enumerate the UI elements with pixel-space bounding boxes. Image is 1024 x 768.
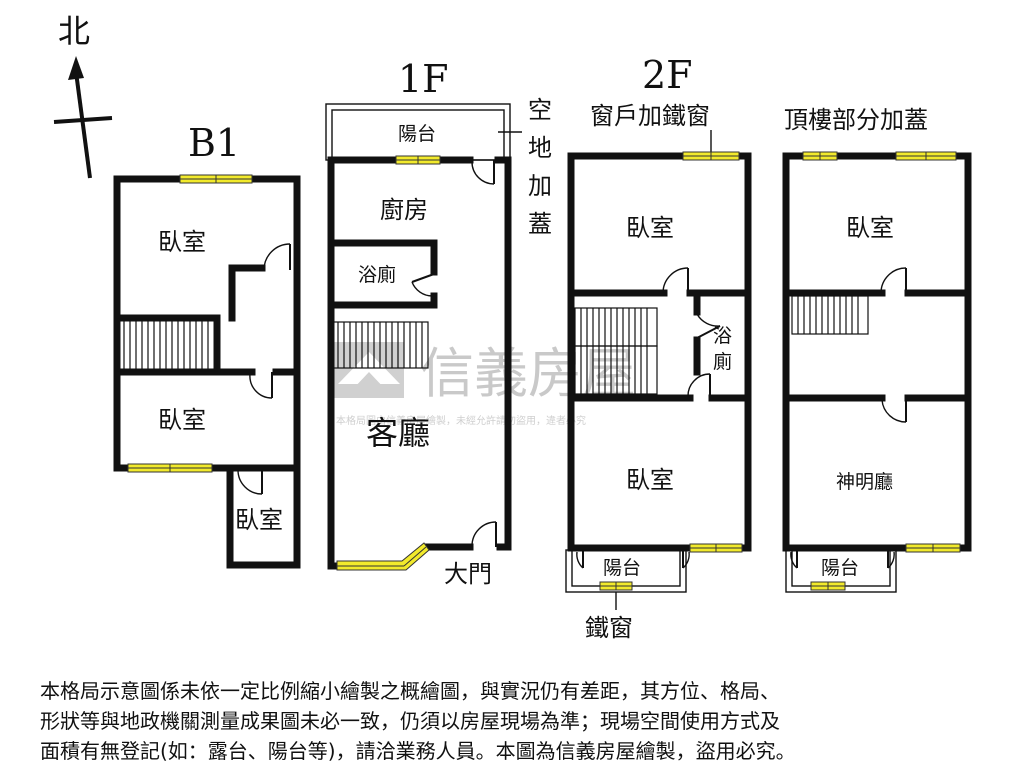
f1-title: 1F [398,57,449,101]
f2-window-bottom [689,543,743,553]
f1-kitchen-label: 廚房 [380,196,428,224]
b1-window-top [179,174,253,184]
b1-title: B1 [188,121,240,165]
f1-living-label: 客廳 [366,414,430,452]
b1-bedroom-mid-label: 臥室 [158,406,206,434]
north-label: 北 [58,12,90,50]
b1-stairs [117,318,218,372]
f2-bedroom-top-label: 臥室 [626,214,674,242]
f2-window-iron-note: 窗戶加鐵窗 [590,102,710,130]
f2-bath-door [696,313,721,339]
f2-balcony-door [576,548,690,569]
roof-title: 頂樓部分加蓋 [784,106,928,134]
f1-note-empty-lot-1: 空 [528,96,552,124]
roof-door-bottom [881,398,907,423]
f1-note-empty-lot-4: 蓋 [528,210,552,238]
f2-bath-label-2: 廁 [713,350,732,373]
f1-stairs [331,321,429,369]
f2-window-balcony [599,581,633,591]
disclaimer-line-2: 形狀等與地政機關測量成果圖未必一致，仍須以房屋現場為準；現場空間使用方式及 [40,709,780,733]
disclaimer-line-3: 面積有無登記(如：露台、陽台等)，請洽業務人員。本圖為信義房屋繪製，盜用必究。 [40,739,796,763]
roof-door-top [880,267,907,294]
b1-door-mid [249,372,273,399]
f1-note-empty-lot-2: 地 [528,134,552,162]
roof-window-top-left [802,151,838,161]
roof-bedroom-label: 臥室 [846,214,894,242]
roof-shrine-label: 神明廳 [836,471,893,493]
f2-stairs [574,307,658,395]
compass: 北 [53,12,113,179]
floor-roof: 頂樓部分加蓋 [782,106,972,593]
roof-stairs [791,295,869,335]
f1-bath-door [411,273,435,297]
b1-window-bottom [127,463,213,473]
b1-door-top [263,243,291,271]
b1-bedroom-top-label: 臥室 [158,228,206,256]
f2-title: 2F [642,53,693,97]
f1-main-door [471,521,497,547]
floor-b1: B1 [113,121,301,569]
f1-window-bay [336,542,430,571]
b1-bedroom-small-label: 臥室 [235,506,283,534]
roof-balcony-label: 陽台 [821,557,859,579]
f2-iron-window-note: 鐵窗 [585,614,633,642]
f1-main-door-label: 大門 [444,560,492,588]
f1-balcony-label: 陽台 [398,123,436,145]
f2-bedroom-bottom-label: 臥室 [626,466,674,494]
floor-1f: 1F 陽台 [325,57,552,588]
f1-window-top [395,155,441,165]
floor-2f: 2F 窗戶加鐵窗 [565,53,752,642]
watermark-notice: 本格局圖由信義房屋繪製，未經允許請勿盜用，違者必究 [336,414,586,427]
f1-bathroom-label: 浴廁 [358,263,396,286]
disclaimer-line-1: 本格局示意圖係未依一定比例縮小繪製之概繪圖，與實況仍有差距，其方位、格局、 [40,679,780,703]
f2-door-bottom [687,373,711,398]
f2-bath-label-1: 浴 [713,325,732,347]
north-arrow-icon [68,56,84,80]
roof-window-top-right [895,151,957,161]
f1-note-empty-lot-3: 加 [528,172,552,200]
roof-window-bottom [905,543,961,553]
b1-door-small [237,468,263,495]
f2-door-top [662,267,689,294]
roof-window-balcony [810,581,846,591]
disclaimer: 本格局示意圖係未依一定比例縮小繪製之概繪圖，與實況仍有差距，其方位、格局、 形狀… [40,676,1000,766]
f2-window-top [682,151,740,161]
f1-balcony-door [471,160,495,185]
f2-balcony-label: 陽台 [603,557,641,579]
